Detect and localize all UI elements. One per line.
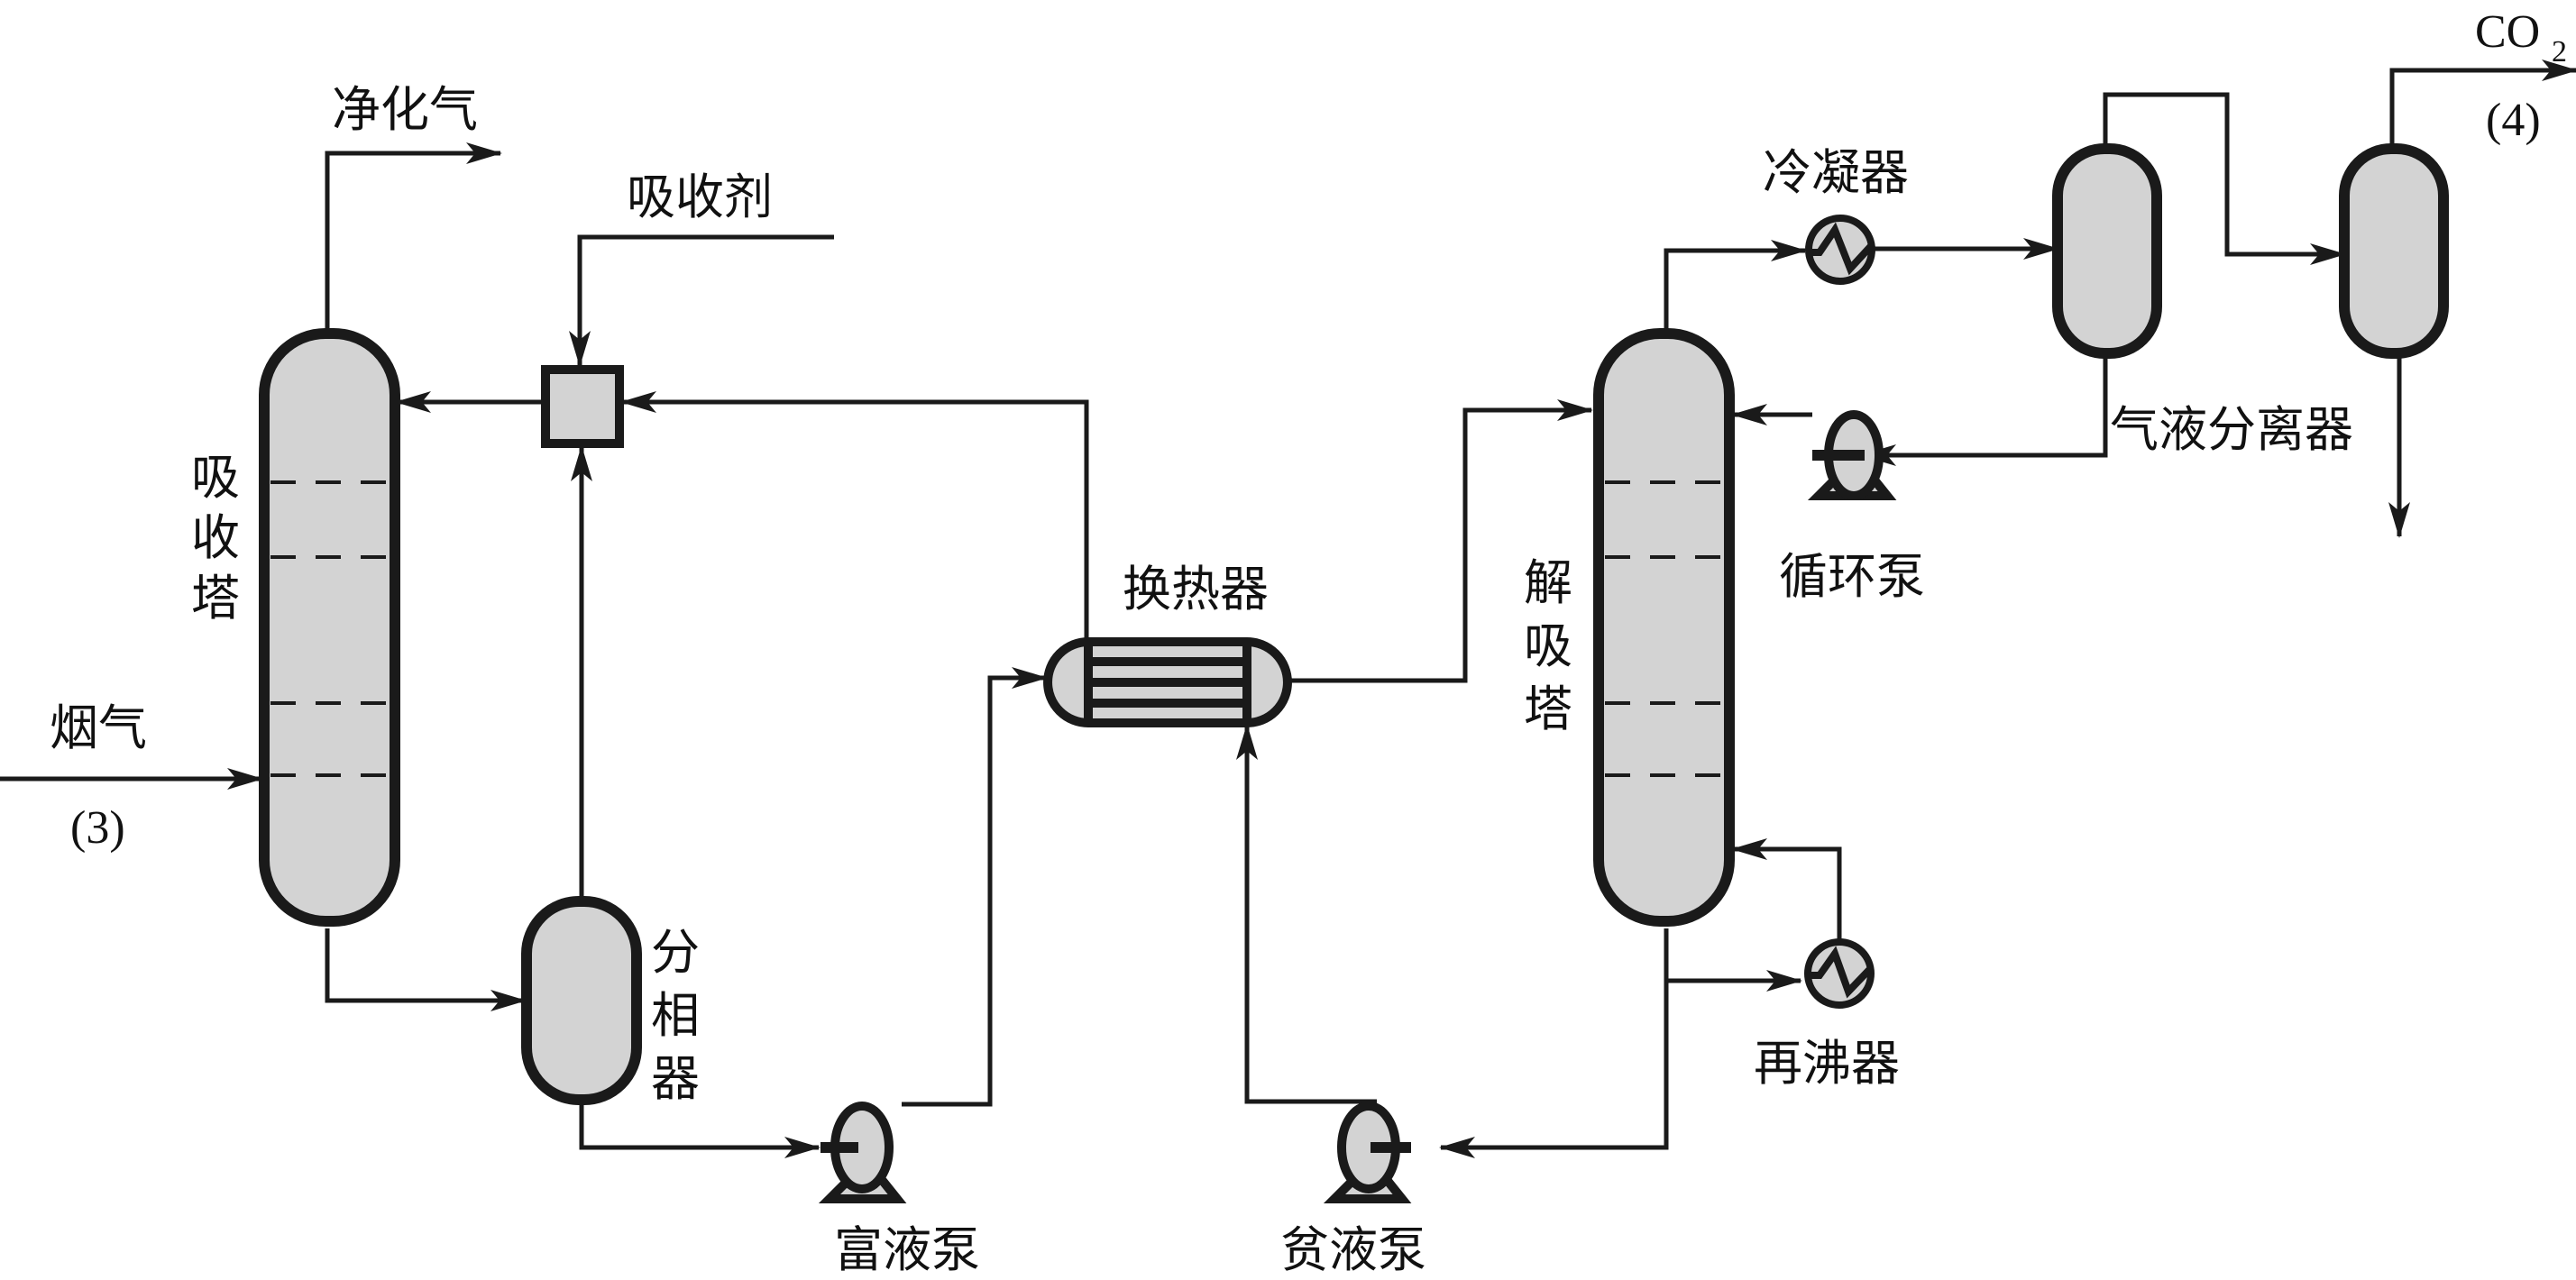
svg-text:相: 相 — [651, 987, 700, 1044]
gas-liquid-separator-1 — [2052, 143, 2162, 359]
separator-to-recycle-pump-stream — [1860, 356, 2108, 466]
flue-gas-label: 烟气 — [50, 699, 147, 756]
rich-pump-label: 富液泵 — [834, 1221, 980, 1278]
stripper-label: 解 吸 塔 — [1524, 554, 1572, 737]
phase-separator-vessel — [521, 896, 642, 1105]
co2-tag: (4) — [2486, 95, 2541, 146]
reboiler-to-stripper-stream — [1731, 838, 1842, 944]
heat-exchanger — [1043, 637, 1292, 727]
co2-product-label: CO 2 — [2475, 6, 2567, 69]
hx-to-stripper-stream — [1285, 399, 1593, 683]
gas-liquid-separator-2 — [2339, 143, 2449, 359]
condenser — [1805, 215, 1875, 285]
absorber-label: 吸 收 塔 — [191, 449, 240, 626]
co2-product-stream — [2389, 59, 2576, 149]
absorber-bottoms-stream — [325, 928, 527, 1011]
absorber-column — [259, 328, 400, 927]
purified-gas-stream — [325, 142, 502, 334]
lean-liquid-pump — [1323, 1102, 1412, 1203]
stripper-column — [1593, 328, 1735, 927]
flue-gas-tag: (3) — [70, 802, 125, 854]
svg-text:解: 解 — [1524, 554, 1572, 611]
reboiler-label: 再沸器 — [1754, 1035, 1900, 1092]
rich-liquid-pump — [818, 1102, 907, 1203]
separator-to-rich-pump-stream — [579, 1104, 820, 1158]
recycle-pump — [1807, 410, 1897, 500]
svg-text:塔: 塔 — [191, 570, 240, 626]
reboiler — [1804, 938, 1875, 1009]
rich-pump-to-hx-stream — [902, 667, 1048, 1107]
lean-pump-to-hx-stream — [1236, 724, 1377, 1104]
recycle-pump-label: 循环泵 — [1779, 548, 1925, 605]
svg-text:塔: 塔 — [1524, 681, 1572, 737]
separator1-to-separator2-stream — [2103, 92, 2346, 265]
svg-text:吸: 吸 — [1524, 617, 1572, 674]
svg-text:吸: 吸 — [191, 449, 240, 506]
condenser-label: 冷凝器 — [1763, 144, 1909, 201]
svg-text:收: 收 — [191, 509, 240, 566]
absorbent-feed-stream — [569, 234, 834, 367]
svg-text:CO: CO — [2475, 6, 2540, 58]
svg-text:2: 2 — [2552, 35, 2567, 69]
absorbent-mixer — [541, 365, 624, 448]
lean-return-to-mixer-stream — [620, 391, 1089, 640]
svg-text:器: 器 — [651, 1050, 700, 1107]
purified-gas-label: 净化气 — [332, 81, 478, 138]
svg-text:分: 分 — [651, 924, 700, 981]
absorbent-label: 吸收剂 — [627, 169, 773, 225]
heat-exchanger-label: 换热器 — [1123, 561, 1269, 617]
stripper-bottoms-stream — [1439, 928, 1669, 1158]
gas-liquid-separator-label: 气液分离器 — [2110, 401, 2353, 458]
phase-separator-label: 分 相 器 — [651, 924, 700, 1107]
stripper-overhead-stream — [1664, 240, 1807, 334]
lean-pump-label: 贫液泵 — [1280, 1221, 1426, 1278]
